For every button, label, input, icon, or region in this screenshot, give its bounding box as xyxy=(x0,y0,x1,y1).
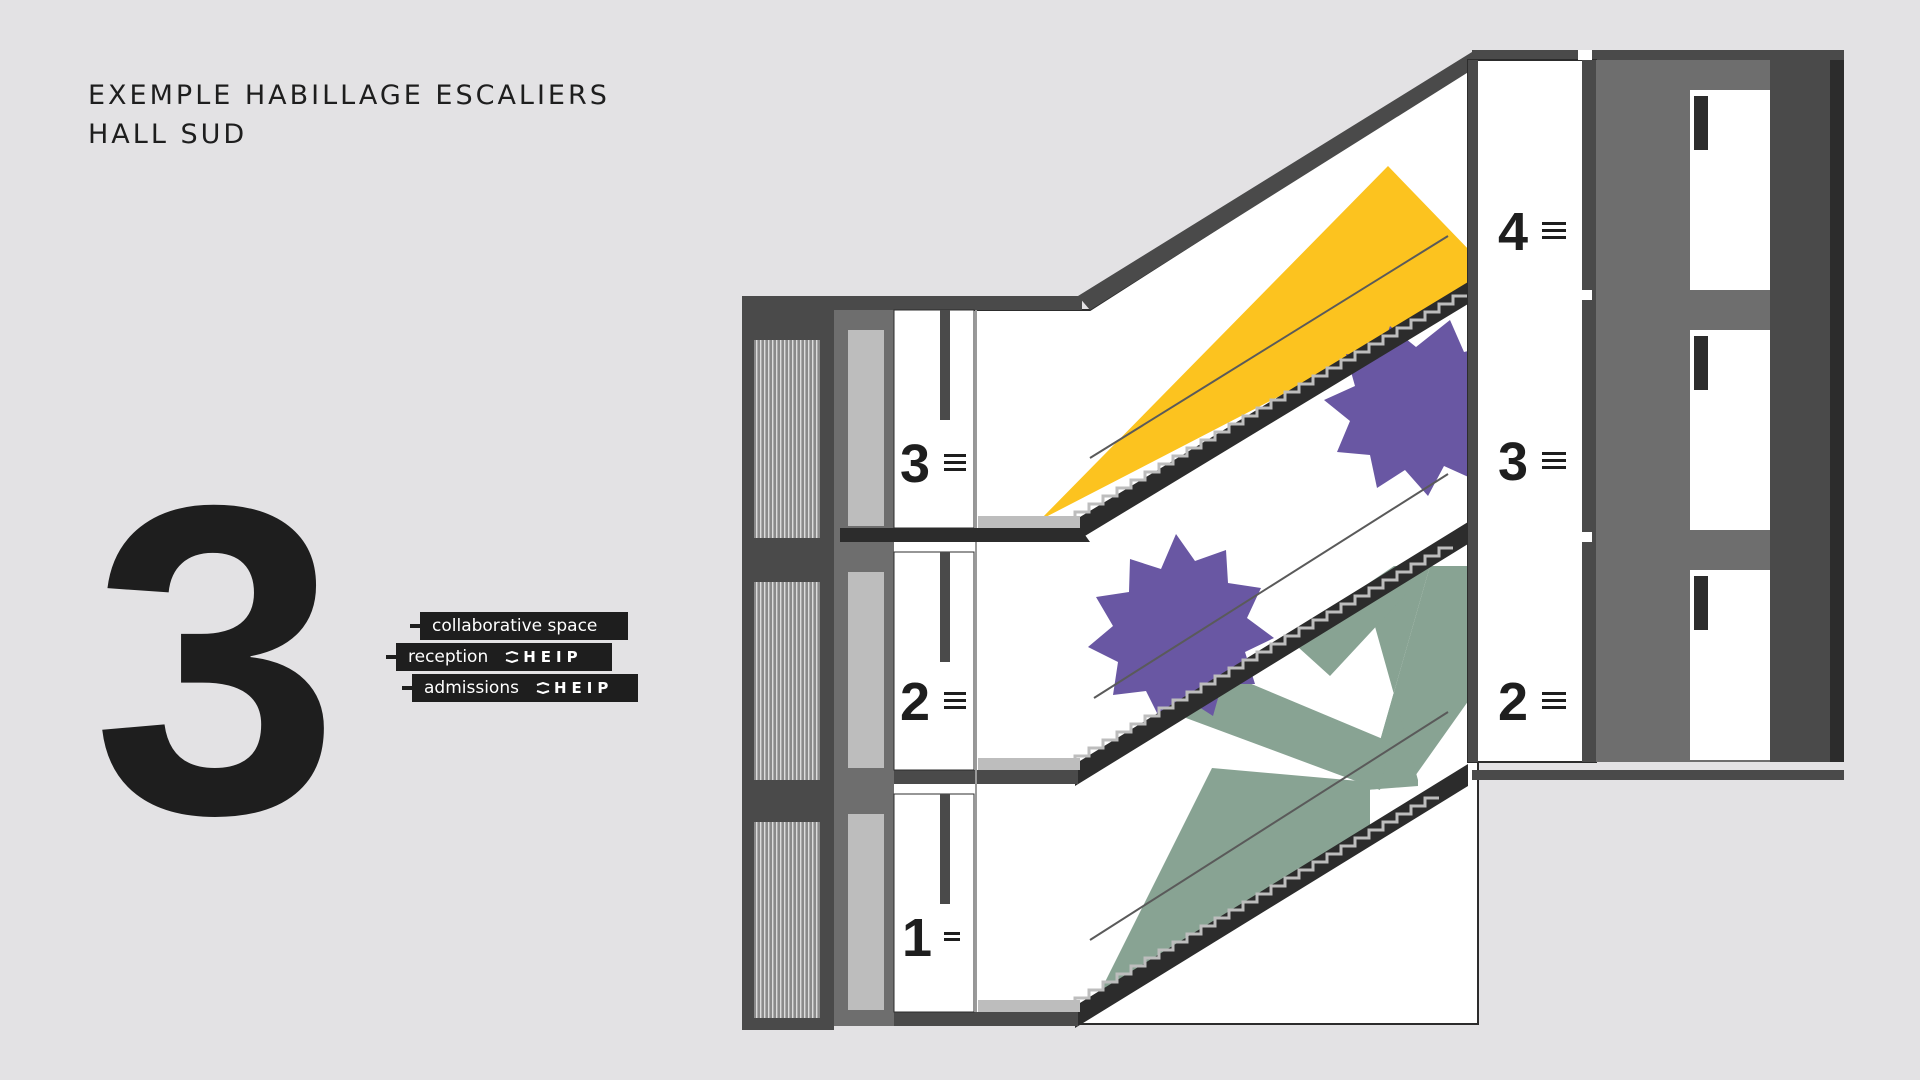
heip-logo: HEIP xyxy=(504,643,582,671)
floor-number-right-2: 2 xyxy=(1498,672,1528,732)
yellow-triangle-graphic xyxy=(1040,166,1478,520)
staircase-section-diagram: 3 2 1 4 3 2 xyxy=(742,50,1844,1030)
legend-item-admissions: admissions HEIP xyxy=(402,674,638,702)
heip-logo-icon xyxy=(505,651,519,663)
big-floor-number: 3 xyxy=(92,420,340,840)
floor-number-right-3: 3 xyxy=(1498,432,1528,492)
legend-item-label: collaborative space xyxy=(432,616,598,636)
title-line-2: HALL SUD xyxy=(88,119,248,150)
handrails xyxy=(1089,235,1449,941)
page-title: EXEMPLE HABILLAGE ESCALIERS HALL SUD xyxy=(88,76,610,154)
legend-item-label: reception xyxy=(408,647,489,667)
legend-item-reception: reception HEIP xyxy=(386,643,612,671)
slanted-ceiling xyxy=(1078,52,1478,310)
left-landing-walls xyxy=(893,309,977,1013)
left-floor-numbers: 3 2 1 xyxy=(900,434,966,968)
sign-lines-icon xyxy=(944,454,966,941)
green-ray-graphic xyxy=(1366,566,1430,790)
curtain xyxy=(754,340,820,538)
green-ray-graphic xyxy=(1186,670,1390,790)
legend-item-label: admissions xyxy=(424,678,519,698)
right-wall-block xyxy=(1467,50,1844,763)
floor-number-right-4: 4 xyxy=(1498,202,1528,262)
landings xyxy=(840,516,1090,1012)
floor-number-left-3: 3 xyxy=(900,434,930,494)
green-ray-graphic xyxy=(1100,768,1370,992)
curtain xyxy=(754,582,820,780)
floor-number-left-2: 2 xyxy=(900,672,930,732)
legend-item-collaborative: collaborative space xyxy=(410,612,628,640)
heip-logo-icon xyxy=(536,682,550,694)
curtain xyxy=(754,822,820,1018)
green-ray-graphic xyxy=(1366,566,1478,790)
big-floor-number-text: 3 xyxy=(92,420,340,840)
stair-flights xyxy=(1073,282,1468,1028)
right-floor-numbers: 4 3 2 xyxy=(1498,202,1566,732)
title-line-1: EXEMPLE HABILLAGE ESCALIERS xyxy=(88,80,610,111)
floor-number-left-1: 1 xyxy=(902,908,932,968)
sign-lines-icon xyxy=(1542,222,1566,709)
heip-logo: HEIP xyxy=(535,674,613,702)
